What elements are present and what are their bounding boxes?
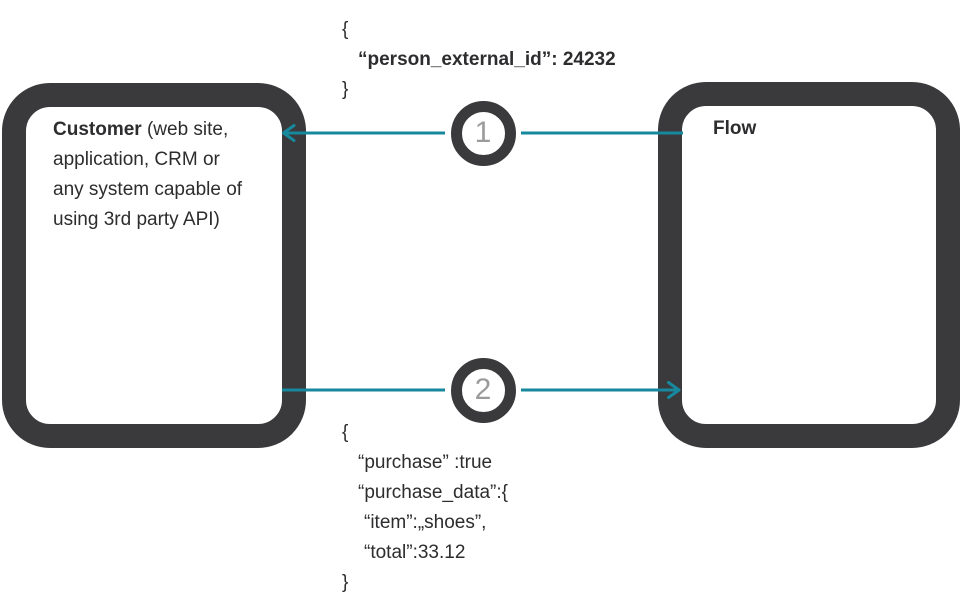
code-line: “total”:33.12 <box>364 542 466 563</box>
arrowhead-left-icon <box>282 124 296 142</box>
code-line: “purchase” :true <box>358 452 493 473</box>
flow-box-label: Flow <box>713 118 757 139</box>
arrowhead-right-icon <box>667 381 681 399</box>
customer-box-label: Customer (web site, application, CRM or … <box>26 107 282 235</box>
code-line: “purchase_data”:{ <box>358 482 508 503</box>
step-2-badge: 2 <box>445 352 521 428</box>
code-line: { <box>342 19 349 40</box>
response-json-block: { “purchase” :true “purchase_data”:{ “it… <box>342 418 508 598</box>
customer-box-label-bold: Customer <box>53 119 142 140</box>
request-json-block: { “person_external_id”: 24232 } <box>342 15 616 105</box>
customer-box: Customer (web site, application, CRM or … <box>2 83 306 448</box>
code-line: } <box>342 572 349 593</box>
code-line: “person_external_id”: 24232 <box>358 49 616 70</box>
code-line: } <box>342 79 349 100</box>
flow-box: Flow <box>658 82 960 448</box>
step-1-badge: 1 <box>445 95 521 171</box>
code-line: “item”:„shoes”, <box>364 512 487 533</box>
step-1-number: 1 <box>474 116 492 149</box>
code-line: { <box>342 422 349 443</box>
customer-box-label-rest: (web site, application, CRM or any syste… <box>53 119 243 230</box>
step-2-ring: 2 <box>450 357 516 423</box>
step-1-ring: 1 <box>450 100 516 166</box>
step-2-number: 2 <box>474 373 492 406</box>
